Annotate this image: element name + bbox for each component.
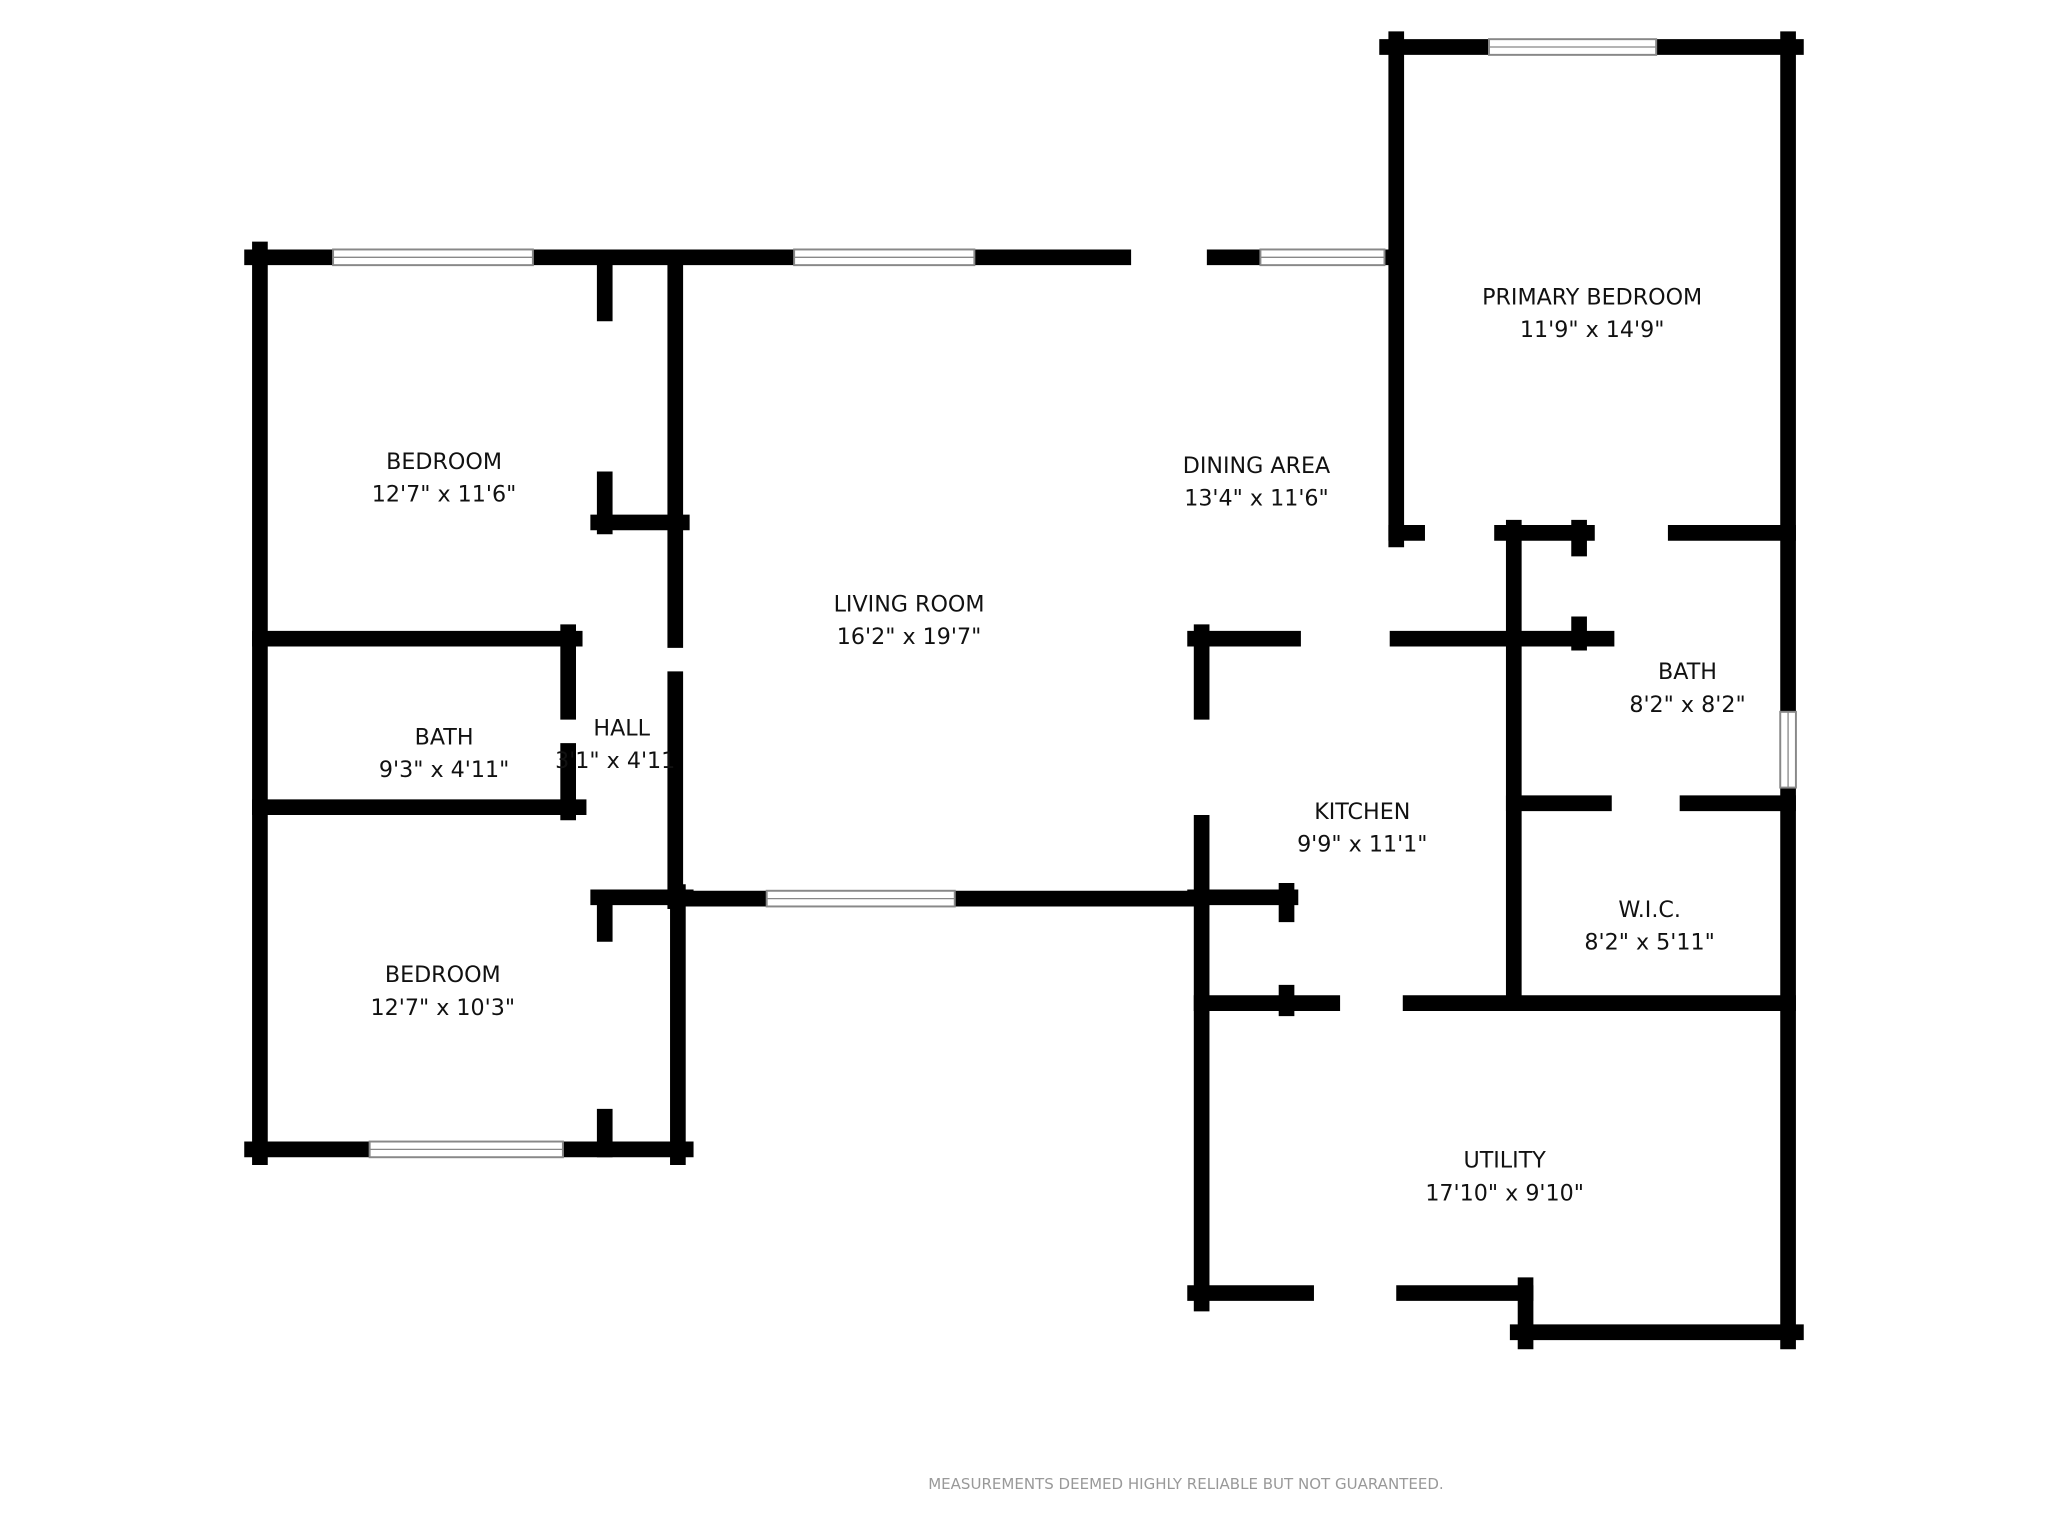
room-name: W.I.C. [1618, 897, 1681, 923]
room-primary-bedroom: PRIMARY BEDROOM 11'9" x 14'9" [1482, 284, 1702, 343]
room-bath-left: BATH 9'3" x 4'11" [379, 724, 509, 783]
room-name: KITCHEN [1314, 799, 1410, 825]
room-size: 13'4" x 11'6" [1184, 485, 1329, 511]
room-size: 16'2" x 19'7" [837, 624, 982, 650]
room-size: 12'7" x 11'6" [372, 482, 517, 508]
room-size: 3'1" x 4'11 [555, 748, 675, 774]
room-size: 9'3" x 4'11" [379, 757, 509, 783]
room-name: PRIMARY BEDROOM [1482, 284, 1702, 310]
room-size: 12'7" x 10'3" [371, 995, 516, 1021]
room-utility: UTILITY 17'10" x 9'10" [1425, 1148, 1584, 1207]
room-bedroom-top: BEDROOM 12'7" x 11'6" [372, 449, 517, 508]
room-size: 8'2" x 5'11" [1584, 930, 1714, 956]
room-bedroom-bottom: BEDROOM 12'7" x 10'3" [371, 962, 516, 1021]
room-size: 8'2" x 8'2" [1629, 692, 1745, 718]
room-name: LIVING ROOM [834, 591, 985, 617]
room-wic: W.I.C. 8'2" x 5'11" [1584, 897, 1714, 956]
room-name: HALL [593, 715, 650, 741]
windows [332, 38, 1797, 1159]
room-name: BATH [415, 724, 474, 750]
room-living-room: LIVING ROOM 16'2" x 19'7" [834, 591, 985, 650]
room-hall: HALL 3'1" x 4'11 [555, 715, 675, 774]
room-size: 11'9" x 14'9" [1520, 317, 1665, 343]
room-bath-right: BATH 8'2" x 8'2" [1629, 659, 1745, 718]
room-name: DINING AREA [1183, 453, 1330, 479]
disclaimer: MEASUREMENTS DEEMED HIGHLY RELIABLE BUT … [928, 1475, 1443, 1493]
room-size: 17'10" x 9'10" [1425, 1180, 1584, 1206]
room-dining-area: DINING AREA 13'4" x 11'6" [1183, 453, 1330, 512]
room-name: BATH [1658, 659, 1717, 685]
room-size: 9'9" x 11'1" [1297, 832, 1427, 858]
room-name: BEDROOM [385, 962, 501, 988]
room-name: BEDROOM [386, 449, 502, 475]
room-name: UTILITY [1463, 1148, 1546, 1174]
room-kitchen: KITCHEN 9'9" x 11'1" [1297, 799, 1427, 858]
